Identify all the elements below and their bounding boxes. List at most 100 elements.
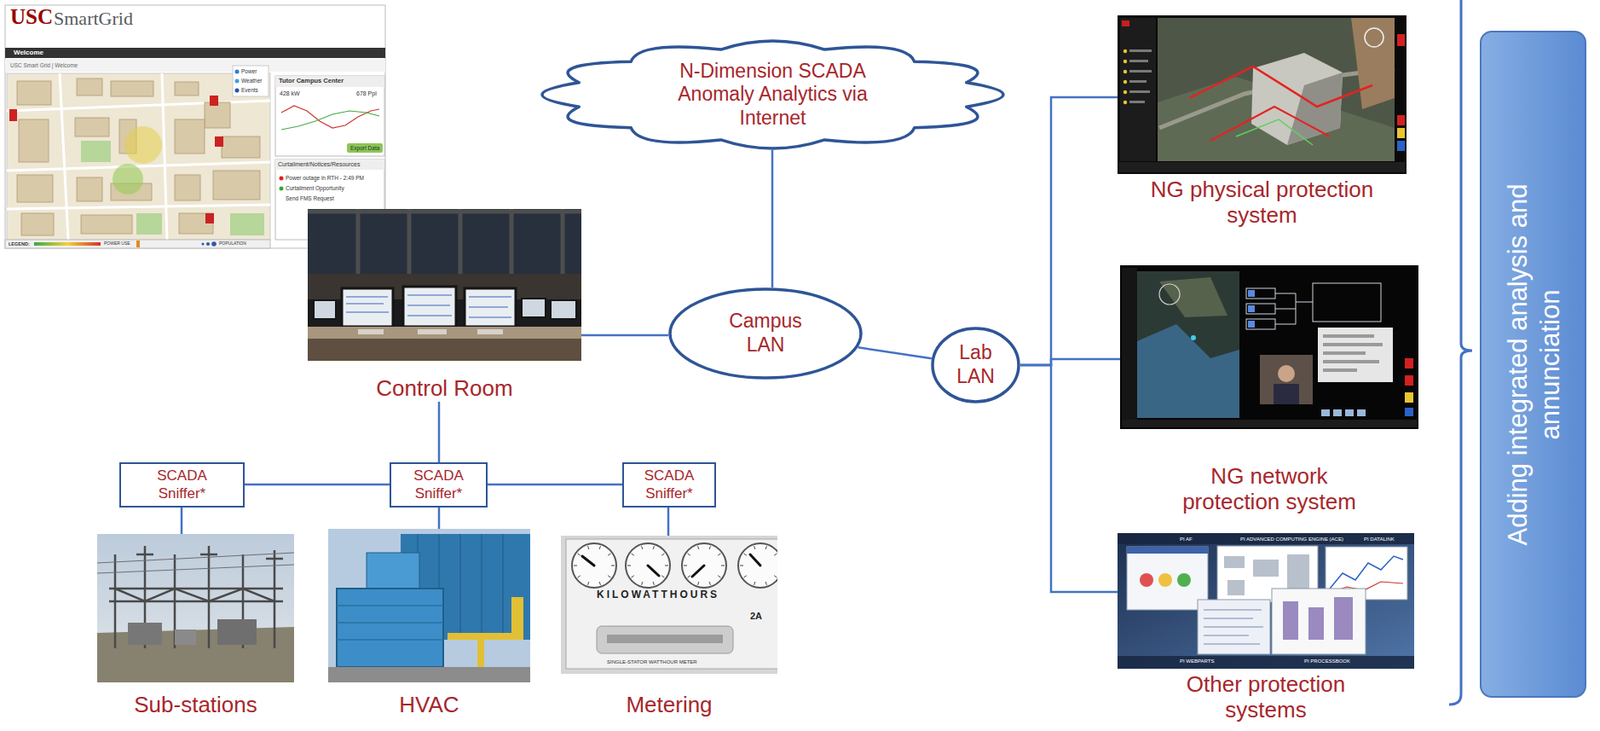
pi-screenshot bbox=[1126, 546, 1208, 610]
control-room-photo bbox=[307, 326, 582, 339]
legend-caption: POPULATION bbox=[219, 241, 247, 247]
control-room-photo bbox=[307, 338, 582, 361]
meter-text: KILOWATTHOURS bbox=[596, 589, 720, 601]
label-anchor: Curtailment Opportunity bbox=[285, 184, 345, 191]
label-anchor: 2A bbox=[750, 610, 763, 622]
ellipse-shape bbox=[670, 288, 861, 378]
map-legend-item: Weather bbox=[241, 77, 262, 84]
web-screenshot bbox=[202, 242, 205, 246]
label-anchor: Send FMS Request bbox=[285, 195, 335, 202]
dial-tick bbox=[698, 545, 699, 549]
ng-physical-screenshot bbox=[1117, 15, 1407, 174]
notice-item: Curtailment Opportunity bbox=[285, 184, 345, 191]
label-anchor: SmartGrid bbox=[53, 7, 133, 29]
sniffer-box: SCADA Sniffer* bbox=[622, 462, 717, 508]
ellipse-label: Lab LAN bbox=[950, 340, 1002, 388]
meter-photo bbox=[606, 634, 723, 643]
ng-network-screenshot bbox=[1247, 289, 1255, 328]
ng-network-screenshot bbox=[1404, 407, 1414, 416]
substation-photo bbox=[207, 545, 211, 648]
pi-screenshot bbox=[1117, 532, 1415, 669]
dial-tick bbox=[652, 545, 654, 549]
dial-tick bbox=[577, 553, 581, 555]
dial-tick bbox=[588, 581, 590, 585]
ng-network-screenshot bbox=[1277, 364, 1295, 382]
ng-network-screenshot bbox=[1159, 277, 1228, 318]
dial-tick bbox=[611, 565, 615, 567]
ng-physical-screenshot bbox=[1210, 106, 1330, 141]
ng-physical-screenshot bbox=[1364, 28, 1384, 47]
ng-physical-screenshot bbox=[1397, 115, 1405, 126]
control-room-photo bbox=[341, 288, 393, 327]
web-screenshot bbox=[275, 75, 385, 156]
logo-text: USC bbox=[10, 5, 53, 30]
sniffer-box: SCADA Sniffer* bbox=[119, 462, 245, 508]
vertical-label: Adding integrated analysis and annunciat… bbox=[1479, 125, 1587, 603]
dial-tick bbox=[588, 545, 590, 549]
pi-screenshot bbox=[1308, 606, 1324, 640]
web-screenshot bbox=[346, 143, 383, 153]
ng-network-screenshot bbox=[1321, 409, 1330, 416]
lan-ellipse: Lab LAN bbox=[930, 326, 1021, 404]
ng-physical-screenshot bbox=[1129, 80, 1147, 83]
hvac-photo bbox=[336, 638, 444, 641]
web-screenshot bbox=[5, 58, 386, 72]
pi-screenshot bbox=[1227, 579, 1245, 595]
dial-tick bbox=[599, 581, 601, 585]
web-screenshot bbox=[21, 213, 54, 236]
dial-tick bbox=[641, 581, 643, 585]
ng-network-screenshot bbox=[1322, 342, 1383, 347]
web-screenshot bbox=[75, 117, 110, 137]
dial-tick bbox=[774, 575, 777, 578]
web-screenshot bbox=[235, 88, 240, 93]
dial-tick bbox=[721, 565, 725, 567]
connector bbox=[1020, 97, 1118, 365]
panel-value: 428 kW bbox=[279, 90, 301, 98]
ng-physical-screenshot bbox=[1351, 17, 1395, 110]
web-screenshot bbox=[279, 176, 284, 181]
cloud-label: N-Dimension SCADA Anomaly Analytics via … bbox=[653, 59, 893, 131]
substation-photo bbox=[97, 552, 295, 563]
web-screenshot bbox=[213, 170, 260, 200]
web-screenshot bbox=[17, 174, 53, 203]
photo-caption: NG physical protection system bbox=[1117, 177, 1407, 229]
control-room-photo bbox=[307, 208, 582, 361]
label-anchor: PI ADVANCED COMPUTING ENGINE (ACE) bbox=[1240, 536, 1344, 543]
dial-tick bbox=[774, 553, 777, 555]
control-room-photo bbox=[407, 294, 452, 316]
control-room-photo bbox=[307, 209, 582, 214]
label-anchor: 678 Ppl bbox=[356, 90, 377, 98]
ng-network-screenshot bbox=[1246, 283, 1381, 330]
ng-physical-screenshot bbox=[1236, 119, 1313, 145]
ng-network-screenshot bbox=[1322, 359, 1380, 364]
pi-screenshot bbox=[1177, 572, 1191, 587]
ng-physical-screenshot bbox=[1129, 90, 1150, 93]
meter-photo bbox=[692, 565, 705, 577]
ng-physical-screenshot bbox=[1189, 66, 1373, 107]
label-anchor: SINGLE-STATOR WATTHOUR METER bbox=[606, 658, 698, 665]
control-room-photo bbox=[560, 208, 566, 274]
hvac-photo bbox=[328, 528, 531, 682]
substation-photo bbox=[109, 587, 284, 590]
ellipse-shape bbox=[932, 328, 1019, 402]
control-room-photo bbox=[403, 286, 457, 327]
web-screenshot bbox=[221, 136, 260, 158]
label-anchor: 428 kW bbox=[279, 90, 301, 98]
ng-network-screenshot bbox=[1247, 320, 1255, 328]
control-room-photo bbox=[313, 300, 336, 319]
web-screenshot bbox=[80, 214, 133, 234]
label-anchor: Tutor Campus Center bbox=[278, 77, 344, 86]
meter-photo bbox=[571, 542, 617, 588]
web-screenshot bbox=[59, 73, 69, 240]
web-screenshot bbox=[18, 119, 49, 162]
pi-screenshot bbox=[1203, 609, 1264, 644]
pi-screenshot bbox=[1287, 554, 1310, 589]
meter-photo bbox=[647, 565, 659, 576]
web-screenshot bbox=[161, 73, 168, 240]
dial-tick bbox=[754, 545, 756, 549]
connector bbox=[771, 150, 775, 288]
ng-network-screenshot bbox=[1322, 334, 1383, 372]
pi-screenshot bbox=[1117, 532, 1415, 544]
control-room-photo bbox=[313, 298, 577, 319]
panel-title: Curtailment/Notices/Resources bbox=[277, 161, 360, 168]
